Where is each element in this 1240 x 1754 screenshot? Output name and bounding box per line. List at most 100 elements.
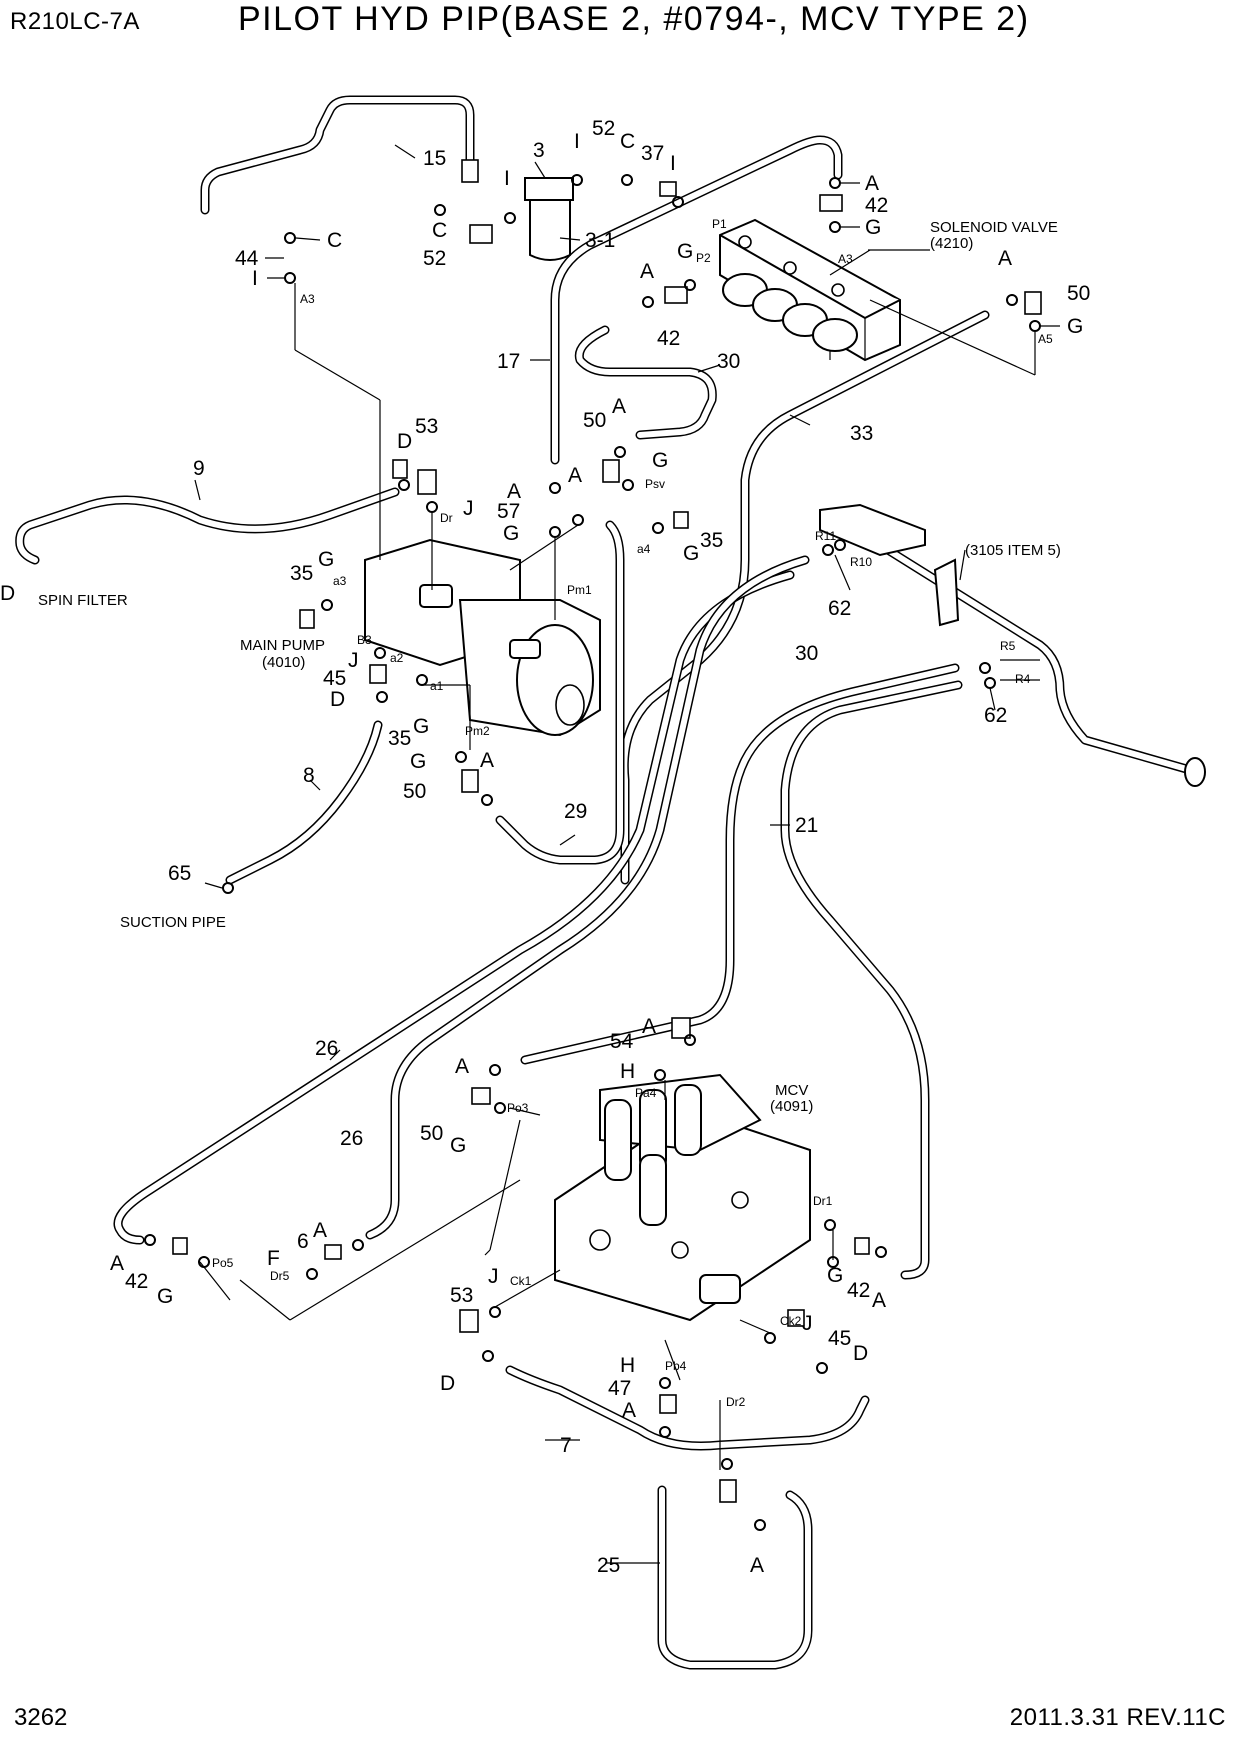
leader-lines <box>194 144 1060 1564</box>
callout-c: C <box>620 130 635 153</box>
callout-a: A <box>110 1252 124 1275</box>
mcv-label: MCV <box>775 1082 808 1099</box>
callout-50: 50 <box>420 1122 443 1145</box>
callout-g: G <box>503 522 519 545</box>
spin-filter-label: SPIN FILTER <box>38 592 128 609</box>
callout-a: A <box>507 480 521 503</box>
solenoid-valve-label: SOLENOID VALVE <box>930 219 1058 236</box>
callout-52: 52 <box>592 117 615 140</box>
callout-50: 50 <box>1067 282 1090 305</box>
callout-7: 7 <box>560 1434 572 1457</box>
port-dr: Dr <box>440 511 453 525</box>
port-a3: A3 <box>838 252 853 266</box>
callout-33: 33 <box>850 422 873 445</box>
port-p2: P2 <box>696 251 711 265</box>
callout-3: 3 <box>533 139 545 162</box>
callout-21: 21 <box>795 814 818 837</box>
manifold-block-right <box>819 503 960 627</box>
mcv-drawing <box>554 1073 811 1322</box>
port-pm2: Pm2 <box>465 724 490 738</box>
port-a5: A5 <box>1038 332 1053 346</box>
callout-a: A <box>480 749 494 772</box>
port-labels: P1 P2 A3 A3 A5 Psv Dr a3 a4 Pm1 B3 a2 a1… <box>212 217 1053 1409</box>
callout-j: J <box>348 649 359 672</box>
port-dr2: Dr2 <box>726 1395 746 1409</box>
callout-i: I <box>670 152 676 175</box>
hose-9 <box>15 487 400 565</box>
callout-42: 42 <box>125 1270 148 1293</box>
port-b3: B3 <box>357 633 372 647</box>
port-po3: Po3 <box>507 1101 529 1115</box>
callout-g: G <box>157 1285 173 1308</box>
callout-30: 30 <box>717 350 740 373</box>
callout-50: 50 <box>583 409 606 432</box>
port-r5: R5 <box>1000 639 1016 653</box>
callout-d: D <box>853 1342 868 1365</box>
callout-d: D <box>440 1372 455 1395</box>
port-a2: a2 <box>390 651 404 665</box>
port-p1: P1 <box>712 217 727 231</box>
model-number: R210LC-7A <box>10 8 140 35</box>
port-pb4: Pb4 <box>665 1359 687 1373</box>
callout-a: A <box>640 260 654 283</box>
callout-h: H <box>620 1354 635 1377</box>
main-pump-drawing <box>364 538 601 737</box>
mcv-number: (4091) <box>770 1098 813 1115</box>
callout-j: J <box>802 1312 813 1335</box>
callout-i: I <box>574 130 580 153</box>
port-psv: Psv <box>645 477 665 491</box>
callout-35: 35 <box>700 529 723 552</box>
callout-a: A <box>612 395 626 418</box>
port-a3-pump: a3 <box>333 574 347 588</box>
callout-d: D <box>397 430 412 453</box>
callout-42: 42 <box>865 194 888 217</box>
callout-52: 52 <box>423 247 446 270</box>
callout-g: G <box>410 750 426 773</box>
callout-26: 26 <box>315 1037 338 1060</box>
callout-i: I <box>252 267 258 290</box>
callout-6: 6 <box>297 1230 309 1253</box>
port-pm1: Pm1 <box>567 583 592 597</box>
callout-g: G <box>827 1264 843 1287</box>
callout-g: G <box>318 548 334 571</box>
fittings <box>172 159 1042 1503</box>
port-ck1: Ck1 <box>510 1274 532 1288</box>
callout-50: 50 <box>403 780 426 803</box>
component-labels: SOLENOID VALVE (4210) MAIN PUMP (4010) M… <box>38 219 1061 1115</box>
callout-g: G <box>677 240 693 263</box>
callout-35: 35 <box>388 727 411 750</box>
callout-a: A <box>872 1289 886 1312</box>
callout-i: I <box>504 167 510 190</box>
return-pipe <box>875 540 1195 775</box>
port-a4: a4 <box>637 542 651 556</box>
port-r11: R11 <box>815 529 836 543</box>
callout-54: 54 <box>610 1030 634 1053</box>
callout-57: 57 <box>497 500 520 523</box>
callout-d: D <box>330 688 345 711</box>
callout-30: 30 <box>795 642 818 665</box>
callout-45: 45 <box>828 1327 851 1350</box>
o-rings <box>144 174 1041 1531</box>
port-po5: Po5 <box>212 1256 234 1270</box>
callout-g: G <box>450 1134 466 1157</box>
return-pipe-end <box>1184 757 1206 787</box>
callout-62: 62 <box>984 704 1007 727</box>
callout-35: 35 <box>290 562 313 585</box>
hoses <box>15 95 1206 1670</box>
hose-33 <box>619 310 990 885</box>
hose-8 <box>225 720 383 885</box>
callout-47: 47 <box>608 1377 631 1400</box>
callout-37: 37 <box>641 142 664 165</box>
callout-f: F <box>267 1247 280 1270</box>
callout-26: 26 <box>340 1127 363 1150</box>
port-r10: R10 <box>850 555 872 569</box>
port-ck2: Ck2 <box>780 1314 802 1328</box>
callouts: 15 3 I 52 C 37 I A 42 G C I 3-1 52 C 44 … <box>0 117 1090 1577</box>
callout-a: A <box>568 464 582 487</box>
callout-a: A <box>750 1554 764 1577</box>
callout-a: A <box>455 1055 469 1078</box>
page-number: 3262 <box>14 1704 68 1731</box>
callout-29: 29 <box>564 800 587 823</box>
port-dr5: Dr5 <box>270 1269 290 1283</box>
